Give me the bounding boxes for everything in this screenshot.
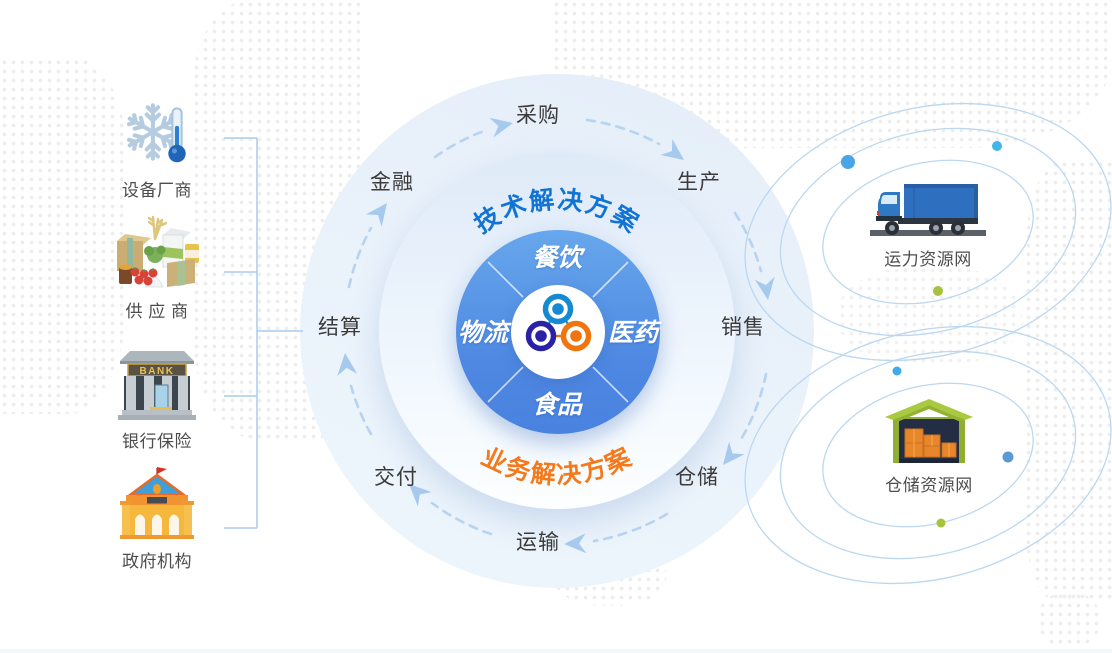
tech-solution-arc-label: 技术解决方案 — [470, 186, 645, 239]
sector-food: 食品 — [531, 391, 583, 419]
orbit-dot — [992, 141, 1002, 151]
partner-equipment-vendor: 设备厂商 — [102, 95, 212, 201]
sector-logistics: 物流 — [457, 319, 509, 347]
cycle-step-procurement: 采购 — [516, 104, 560, 127]
cycle-step-delivery: 交付 — [374, 466, 418, 489]
bottom-divider — [0, 649, 1112, 653]
orbit-dot — [936, 518, 946, 528]
government-building-icon — [120, 467, 194, 539]
orbit-dot — [1002, 451, 1014, 463]
sector-catering: 餐饮 — [531, 244, 583, 272]
transport-orbit — [744, 102, 1112, 362]
sector-divider-lines — [487, 261, 629, 403]
partner-government: 政府机构 — [102, 464, 212, 572]
world-map-dots — [1038, 592, 1100, 648]
partner-bank-insurance: BANK 银行保险 — [102, 346, 212, 452]
world-map-dots — [0, 58, 128, 414]
arrowhead-icon — [337, 117, 775, 554]
cycle-arrows — [337, 117, 775, 554]
bank-building-icon: BANK — [118, 351, 196, 420]
orbit-dot — [892, 366, 902, 376]
partner-supplier: 供 应 商 — [102, 210, 212, 322]
left-bracket-connector — [224, 137, 303, 529]
cycle-step-warehousing: 仓储 — [675, 466, 719, 489]
warehouse-orbit — [744, 325, 1112, 585]
food-supplies-icon — [117, 215, 199, 288]
business-solution-arc-label: 业务解决方案 — [477, 442, 637, 490]
partner-label: 供 应 商 — [125, 302, 189, 321]
partner-label: 设备厂商 — [122, 181, 192, 200]
partner-label: 政府机构 — [122, 552, 192, 571]
cycle-step-finance: 金融 — [370, 171, 414, 194]
network-label: 仓储资源网 — [885, 476, 973, 495]
world-map-dots — [1024, 160, 1112, 600]
network-label: 运力资源网 — [884, 250, 972, 269]
truck-icon — [870, 184, 986, 236]
orbit-dot — [933, 286, 943, 296]
orbit-dot — [841, 155, 855, 169]
brand-logo-icon — [525, 293, 592, 352]
partner-label: 银行保险 — [122, 432, 192, 451]
cycle-step-production: 生产 — [677, 171, 721, 194]
cycle-step-sales: 销售 — [721, 316, 765, 339]
cycle-step-settlement: 结算 — [318, 316, 362, 339]
warehouse-icon — [885, 399, 973, 463]
cold-chain-equipment-icon — [126, 103, 186, 163]
cycle-step-transport: 运输 — [516, 531, 560, 554]
bank-sign-text: BANK — [140, 366, 175, 377]
sector-medicine: 医药 — [607, 319, 659, 347]
network-transport-capacity: 运力资源网 — [863, 178, 993, 270]
network-warehouse-resource: 仓储资源网 — [864, 394, 994, 496]
